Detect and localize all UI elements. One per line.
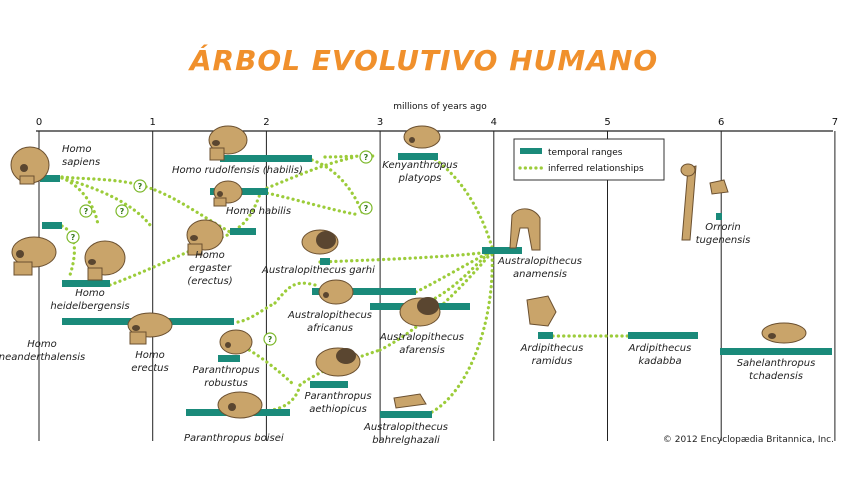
legend-inferred-label: inferred relationships [548, 164, 644, 174]
skull-icon-au-garhi [302, 230, 338, 254]
question-mark-4: ? [67, 231, 79, 243]
axis-tick-label: 1 [150, 117, 156, 128]
range-ardi-ramidus [538, 332, 553, 339]
range-p-aethiopicus [310, 381, 348, 388]
axis-title: millions of years ago [393, 102, 487, 112]
legend: temporal ranges inferred relationships [514, 139, 664, 180]
axis-tick-label: 7 [832, 117, 838, 128]
skull-icon-homo-habilis [214, 181, 242, 206]
skull-icon-au-afarensis [400, 297, 440, 326]
copyright-notice: © 2012 Encyclopædia Britannica, Inc. [663, 435, 834, 445]
skull-icon-homo-rudolfensis [209, 126, 247, 160]
range-ardi-kadabba [628, 332, 698, 339]
svg-text:?: ? [138, 182, 143, 191]
skull-icon-p-aethiopicus [316, 348, 360, 376]
time-axis: millions of years ago 0 1 2 3 4 5 6 7 [36, 102, 838, 131]
legend-ranges-label: temporal ranges [548, 148, 623, 158]
axis-tick-label: 6 [718, 117, 724, 128]
label-p-boisei: Paranthropus boisei [184, 433, 284, 444]
legend-range-swatch [520, 148, 542, 154]
question-mark-2: ? [80, 205, 92, 217]
skull-icon-homo-neanderthalensis [12, 237, 56, 275]
svg-text:?: ? [84, 207, 89, 216]
axis-tick-label: 2 [263, 117, 269, 128]
svg-text:?: ? [268, 335, 273, 344]
svg-text:?: ? [120, 207, 125, 216]
range-kenyanthropus [398, 153, 438, 160]
question-mark-5: ? [360, 151, 372, 163]
question-mark-6: ? [360, 202, 372, 214]
svg-text:?: ? [71, 233, 76, 242]
range-homo-rudolfensis [220, 155, 312, 162]
skull-icon-ardi-ramidus [527, 296, 556, 326]
skull-icon-au-africanus [319, 280, 353, 304]
skull-icon-p-robustus [220, 330, 252, 354]
axis-tick-label: 3 [377, 117, 383, 128]
range-au-bahrelghazali [380, 411, 432, 418]
question-mark-1: ? [134, 180, 146, 192]
range-au-garhi [320, 258, 330, 265]
range-sahelanthropus [720, 348, 832, 355]
axis-tick-label: 0 [36, 117, 42, 128]
skull-icon-homo-sapiens [11, 147, 49, 184]
skull-icon-p-boisei [218, 392, 262, 418]
question-mark-3: ? [116, 205, 128, 217]
range-orrorin [716, 213, 722, 220]
range-p-robustus [218, 355, 240, 362]
skull-icon-au-bahrelghazali [394, 394, 426, 408]
axis-tick-label: 5 [604, 117, 610, 128]
svg-text:?: ? [364, 204, 369, 213]
label-homo-habilis: Homo habilis [226, 206, 291, 217]
axis-tick-label: 4 [491, 117, 497, 128]
range-homo-ergaster [230, 228, 256, 235]
skull-icon-homo-erectus [128, 313, 172, 344]
range-homo-neanderthalensis [42, 222, 62, 229]
skull-icon-sahelanthropus [762, 323, 806, 343]
label-homo-rudolfensis: Homo rudolfensis (habilis) [172, 165, 303, 176]
skull-icon-homo-heidelbergensis [85, 241, 125, 280]
label-au-garhi: Australopithecus garhi [261, 265, 375, 276]
question-mark-7: ? [264, 333, 276, 345]
skull-icon-au-anamensis [510, 209, 540, 250]
skull-icon-kenyanthropus [404, 126, 440, 148]
range-homo-heidelbergensis [62, 280, 110, 287]
svg-text:?: ? [364, 153, 369, 162]
